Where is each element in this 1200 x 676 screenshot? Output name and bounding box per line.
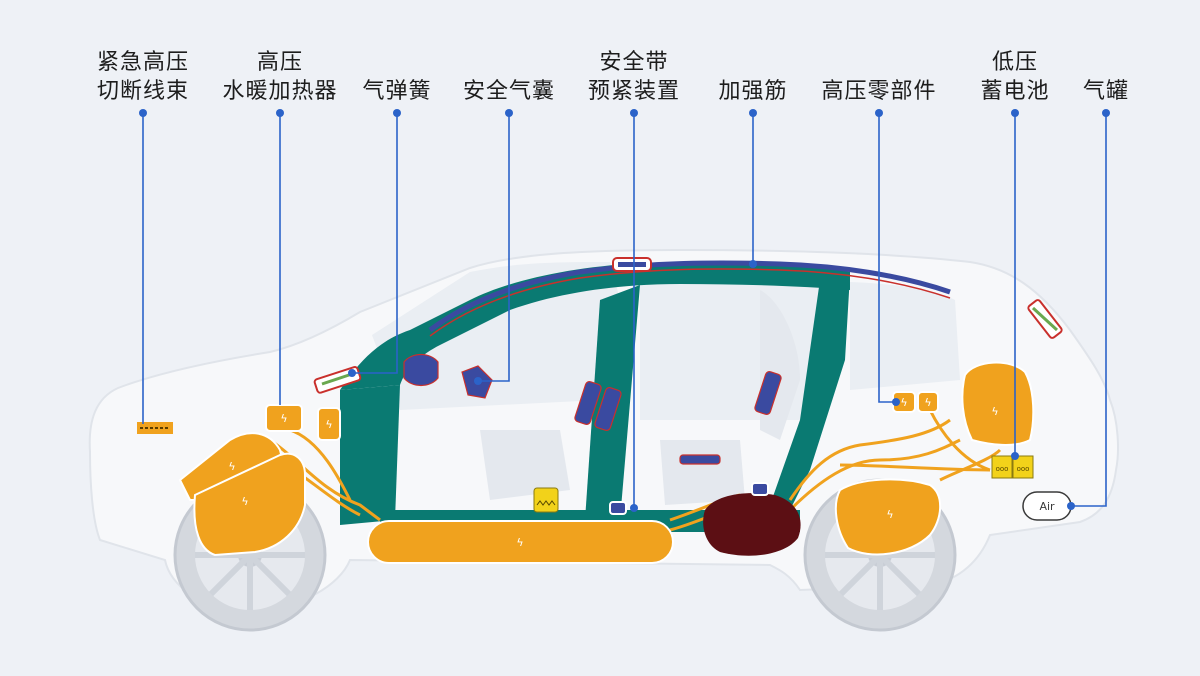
svg-text:ooo: ooo [1017,465,1030,473]
heater-box-b [317,407,341,441]
svg-text:ooo: ooo [996,465,1009,473]
label-line: 气弹簧 [362,79,432,104]
label-line: 高压 [256,50,303,75]
leader-lines [142,113,1107,508]
label-line: 安全气囊 [462,79,555,104]
svg-text:ϟ: ϟ [325,418,332,431]
rear-hv-box-b [917,391,939,413]
emergency-hv-cut-tag [137,422,173,434]
label-line: 低压 [991,50,1038,75]
svg-text:ϟ: ϟ [280,412,287,425]
front-hv-unit-lower [193,452,306,557]
belt-pretensioner-b-pillar [609,501,627,515]
label-line: 高压零部件 [821,79,937,104]
label-line: 水暖加热器 [222,79,338,104]
center-maroon-unit [703,493,801,556]
label-line: 紧急高压 [96,50,189,75]
svg-text:ϟ: ϟ [228,460,235,473]
label-lv-battery: 低压 蓄电池 [960,48,1070,106]
label-line: 加强筋 [718,79,788,104]
leader-dots [139,109,1110,512]
reinforcement-frame [340,262,850,532]
belt-pretensioner-rear [751,482,769,496]
svg-text:ϟ: ϟ [886,508,893,521]
svg-text:ϟ: ϟ [991,405,998,418]
hv-components: ϟ ϟ ϟ ϟ ϟ ϟ ϟ ϟ ϟ [178,361,1035,564]
traction-battery [367,520,674,564]
label-line: 切断线束 [96,79,189,104]
label-reinforcement-rib: 加强筋 [703,77,803,106]
gas-spring-rear [1027,299,1063,339]
svg-text:ϟ: ϟ [241,495,248,508]
label-emergency-hv-cut: 紧急高压 切断线束 [83,48,203,106]
label-hv-parts: 高压零部件 [809,77,949,106]
airbags [403,353,782,465]
label-belt-pretensioner: 安全带 预紧装置 [574,48,694,106]
svg-text:ϟ: ϟ [924,396,931,409]
label-line: 气罐 [1082,79,1129,104]
label-airbag: 安全气囊 [449,77,569,106]
air-tank: Air [1022,491,1072,521]
air-tank-label: Air [1039,500,1055,513]
label-line: 蓄电池 [980,79,1050,104]
label-line: 预紧装置 [587,79,680,104]
heater-box-a [265,404,303,432]
svg-text:ϟ: ϟ [900,396,907,409]
rear-hv-assembly [961,361,1035,446]
spring-module [533,487,559,513]
label-gas-spring: 气弹簧 [347,77,447,106]
label-gas-tank: 气罐 [1066,77,1146,106]
rear-drive-unit [834,478,942,556]
label-line: 安全带 [599,50,669,75]
lv-battery-pair: ooo ooo [991,455,1034,479]
roof-reinforcement-rib [428,260,951,333]
label-hv-heater: 高压 水暖加热器 [210,48,350,106]
svg-text:ϟ: ϟ [516,536,523,549]
